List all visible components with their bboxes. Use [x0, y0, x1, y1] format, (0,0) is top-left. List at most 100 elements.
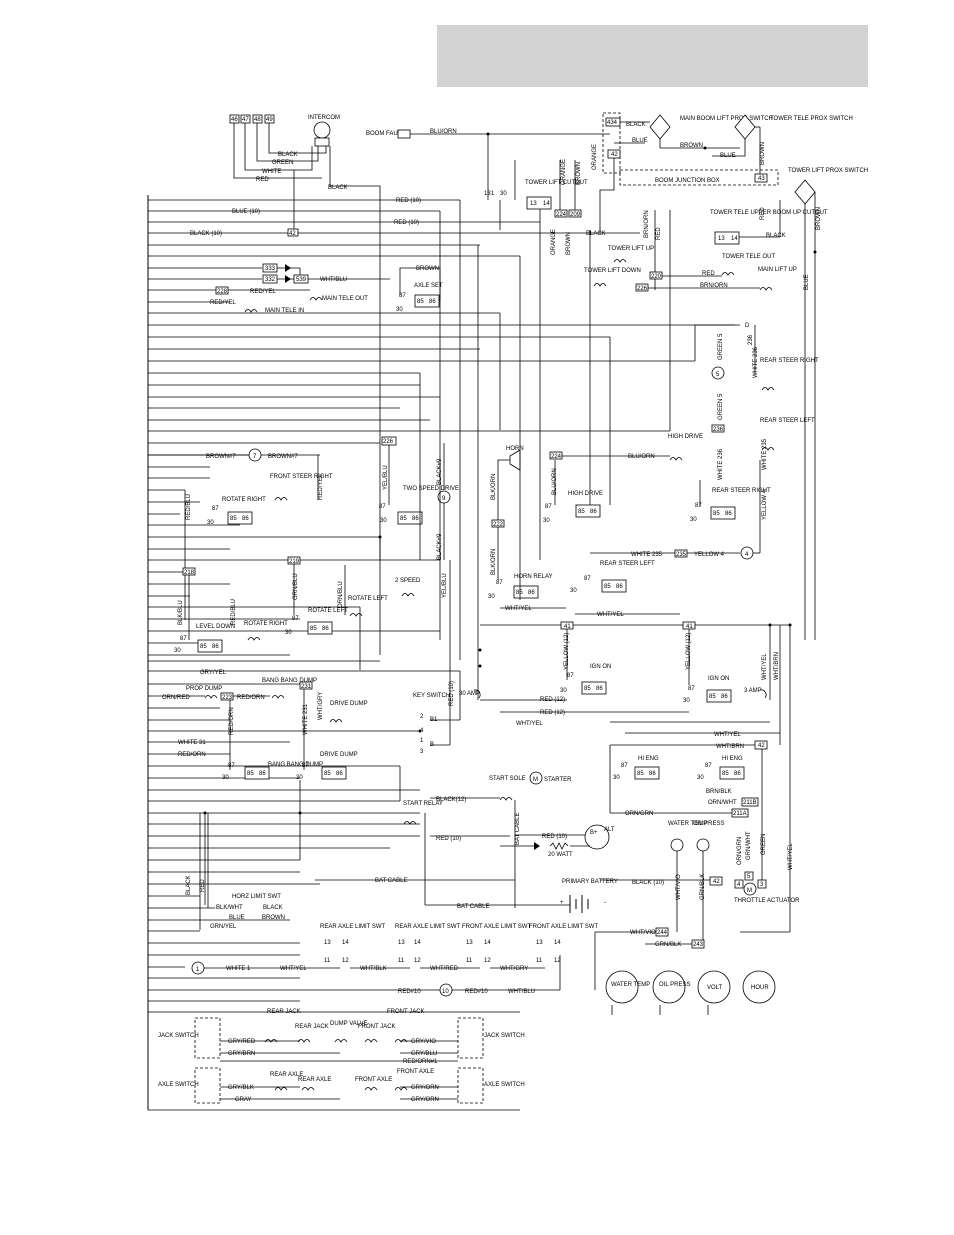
label-main-tele-in: MAIN TELE IN	[265, 308, 304, 314]
label-n332: 332	[265, 277, 276, 283]
label-white-236: WHITE 236	[753, 346, 759, 378]
label-rotate-right: ROTATE RIGHT	[244, 621, 288, 627]
label-rear-axle: REAR AXLE	[298, 1077, 331, 1083]
label-grn-yel: GRN/YEL	[210, 924, 237, 930]
label-n209: 209	[570, 212, 581, 218]
rear-steer-group: D 236 GREEN 5 5 REAR STEER RIGHT WHITE 2…	[694, 323, 819, 553]
label-c4: 4	[737, 882, 741, 888]
label-rear-axle-limit-swt: REAR AXLE LIMIT SWT	[395, 924, 461, 930]
label-p30: 30	[207, 520, 214, 526]
label-p87: 87	[621, 763, 628, 769]
label-p85: 85	[637, 771, 644, 777]
label-n14: 14	[543, 201, 550, 207]
gauge-water-temp	[605, 970, 639, 1004]
label-start-sole: START SOLE	[489, 776, 526, 782]
label-p87: 87	[584, 576, 591, 582]
label-white-235: WHITE 235	[631, 552, 663, 558]
label-p11: 11	[466, 958, 473, 964]
svg-text:-: -	[604, 900, 606, 906]
label-n211B: 211B	[743, 800, 757, 806]
label-p3: 3	[420, 749, 424, 755]
label-n219: 219	[289, 559, 300, 565]
label-rear-jack: REAR JACK	[267, 1009, 301, 1015]
label-front-axle-limit-swt: FRONT AXLE LIMIT SWT	[529, 924, 598, 930]
left-harness-lines	[147, 195, 735, 1110]
tower-tele-cutout-relay: TOWER TELE UPPER BOOM UP CUTOUT 13 14 BL…	[644, 200, 828, 290]
label-p30: 30	[222, 775, 229, 781]
svg-text:M: M	[533, 777, 538, 783]
label-p87: 87	[212, 506, 219, 512]
label-p87: 87	[567, 673, 574, 679]
label-two-speed: 2 SPEED	[395, 578, 421, 584]
label-gry-blu: GRY/BLU	[411, 1051, 437, 1057]
label-gauge-volt: VOLT	[707, 985, 723, 991]
label-two-speed-drive: TWO SPEED DRIVE	[403, 486, 459, 492]
label-main-lift-up: MAIN LIFT UP	[758, 267, 797, 273]
label-p30: 30	[174, 648, 181, 654]
label-red: RED	[656, 227, 662, 240]
label-c1: 1	[196, 967, 200, 973]
label-n224: 224	[556, 212, 567, 218]
label-gry-blk: GRY/BLK	[228, 1085, 254, 1091]
label-n236: 236	[713, 427, 724, 433]
label-p85: 85	[247, 771, 254, 777]
label-wht-gry: WHT/GRY	[318, 692, 324, 720]
tower-lift-cutout-relay: TOWER LIFT CUTOUT 13 14 13 1 30 224 209 …	[484, 159, 588, 233]
label-gauge-hour: HOUR	[751, 985, 769, 991]
label-red: RED	[256, 177, 269, 183]
label-oil-press: OIL PRESS	[693, 821, 724, 827]
label-black-12: BLACK(12)	[436, 797, 466, 803]
label-ign-on: IGN ON	[708, 676, 729, 682]
label-grn-blu: GRN/BLU	[293, 573, 299, 600]
label-red-orn: RED/ORN	[229, 707, 235, 735]
label-n42: 42	[611, 152, 618, 158]
label-wht-yel: WHT/YEL	[788, 843, 794, 870]
label-blk-blu: BLK/BLU	[178, 600, 184, 625]
label-n222: 222	[493, 522, 504, 528]
label-axle-set: AXLE SET	[414, 283, 443, 289]
label-high-drive: HIGH DRIVE	[668, 434, 703, 440]
diode-section: 333 332 539 WHT/BLU 228 RED/YEL MAIN TEL…	[210, 263, 443, 314]
label-blue-10: BLUE (10)	[232, 209, 260, 215]
label-primary-battery: PRIMARY BATTERY	[562, 879, 618, 885]
gauge-oil-press	[652, 970, 686, 1004]
label-p30: 30	[613, 775, 620, 781]
label-gry-orn: GRY/ORN	[411, 1085, 439, 1091]
label-white-236: WHITE 236	[718, 448, 724, 480]
hi-eng-relays: HI ENG 85 86 87 30 HI ENG 85 86 87 30 WH…	[609, 740, 768, 818]
label-brn-blk: BRN/BLK	[706, 789, 732, 795]
label-orn-red: ORN/RED	[162, 695, 190, 701]
label-tower-lift-cutout: TOWER LIFT CUTOUT	[525, 180, 588, 186]
label-black: BLACK	[586, 231, 606, 237]
label-gry-vio: GRY/VIO	[411, 1039, 436, 1045]
key-switch: KEY SWITCH 2 B1 4 1 B 3 RED (10) 30 AMP	[413, 245, 481, 755]
rotate-level-section: 219 GRN/BLU ORN/BLU 2 SPEED YEL/BLU ROTA…	[174, 556, 448, 676]
label-rear-axle: REAR AXLE	[270, 1072, 303, 1078]
label-p13: 13	[398, 940, 405, 946]
label-brown: BROWN	[576, 162, 582, 185]
label-blu-orn: BLU/ORN	[430, 129, 457, 135]
label-n224: 224	[551, 454, 562, 460]
label-p30: 30	[690, 517, 697, 523]
label-p85: 85	[200, 644, 207, 650]
svg-text:B+: B+	[590, 830, 598, 836]
label-p14: 14	[414, 940, 421, 946]
label-p86: 86	[590, 509, 597, 515]
gauge-volt	[697, 970, 731, 1004]
label-p30: 30	[570, 588, 577, 594]
label-rotate-right: ROTATE RIGHT	[222, 497, 266, 503]
label-yel-blu: YEL/BLU	[383, 465, 389, 490]
label-orange: ORANGE	[561, 159, 567, 185]
label-p30: 30	[396, 307, 403, 313]
label-p30: 30	[500, 191, 507, 197]
label-bat-cable: BAT CABLE	[515, 813, 521, 845]
label-bat-cable: BAT CABLE	[375, 878, 407, 884]
label-p87: 87	[228, 763, 235, 769]
svg-text:D: D	[745, 323, 750, 329]
label-n226: 226	[637, 286, 648, 292]
label-p11: 11	[324, 958, 331, 964]
label-p1: 1	[420, 738, 424, 744]
label-tower-tele-out: TOWER TELE OUT	[722, 254, 775, 260]
label-n13: 13	[530, 201, 537, 207]
label-p87: 87	[180, 636, 187, 642]
